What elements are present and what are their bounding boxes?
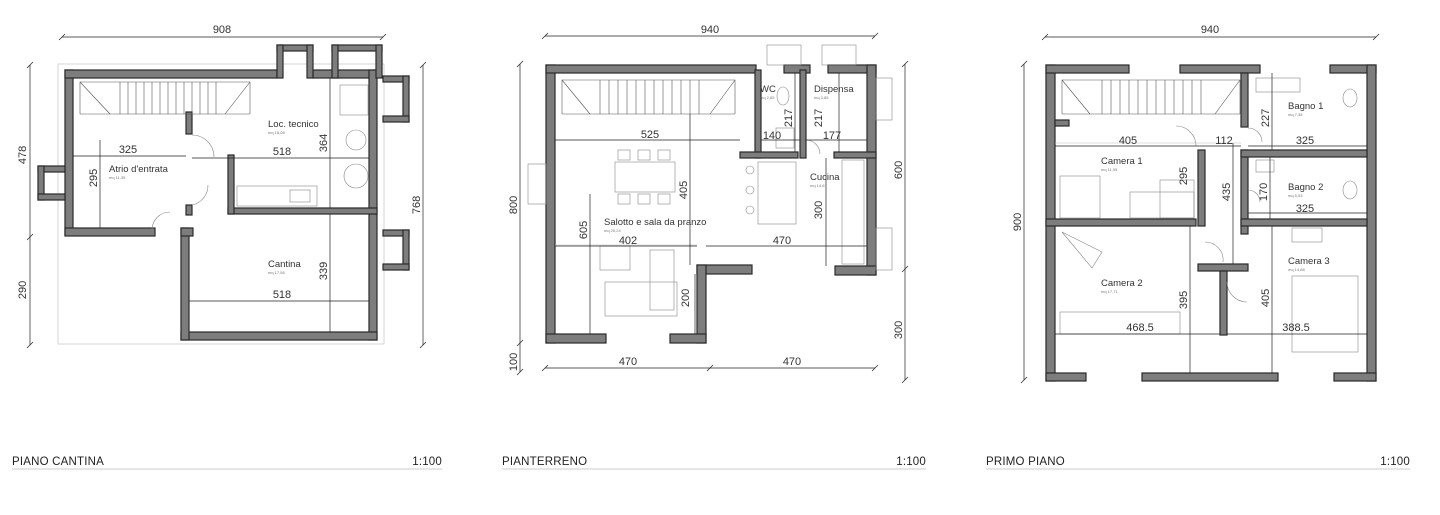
plan1-scale: 1:100 <box>412 456 442 468</box>
plan1-inner-dims <box>73 78 369 332</box>
plan3-dim-325-bottom: 325 <box>1296 203 1314 215</box>
plan3-stairs <box>1061 79 1241 115</box>
plan1-room-loc-tecnico: Loc. tecnico <box>268 119 319 130</box>
plan2-room-cucina-area: mq 14,61 <box>810 183 827 188</box>
plan3-inner-dims <box>1055 73 1367 373</box>
plan2-stairs <box>561 79 736 115</box>
plan3-dim-227: 227 <box>1260 109 1272 127</box>
plan3-room-camera3: Camera 3 <box>1288 256 1330 267</box>
plan2-right-dim-600: 600 <box>893 161 905 179</box>
plan2-top-dim: 940 <box>701 24 719 36</box>
plan1-dim-339: 339 <box>318 262 330 280</box>
plan3-title: PRIMO PIANO <box>986 456 1065 468</box>
plan2-bottom-dim-left: 470 <box>619 356 637 368</box>
plan3-room-bagno2: Bagno 2 <box>1288 182 1323 193</box>
plan3-room-bagno1: Bagno 1 <box>1288 101 1323 112</box>
plan1-top-dim: 908 <box>213 24 231 36</box>
plan3-dim-325-top: 325 <box>1296 135 1314 147</box>
plan3-room-camera3-area: mq 14,88 <box>1288 267 1305 272</box>
plan3-dim-170: 170 <box>1258 183 1270 201</box>
plan3-room-camera2-area: mq 17,71 <box>1101 289 1118 294</box>
plan3-room-bagno2-area: mq 5,53 <box>1288 193 1303 198</box>
plan1-room-atrio-area: mq 11,35 <box>109 175 126 180</box>
plan2-room-wc: WC <box>760 84 776 95</box>
plan1-room-cantina-area: mq 17,56 <box>268 270 285 275</box>
plan2-room-salotto: Salotto e sala da pranzo <box>604 217 706 228</box>
plan3-dim-112: 112 <box>1215 135 1233 147</box>
plan3-dim-395: 395 <box>1178 291 1190 309</box>
plan1-room-loc-tecnico-area: mq 16,08 <box>268 130 285 135</box>
plan1-right-dim: 768 <box>411 196 423 214</box>
plan3-dim-435: 435 <box>1221 183 1233 201</box>
plan2-walls <box>527 44 893 344</box>
plan2-dim-217-dispensa: 217 <box>813 109 825 127</box>
plan2-dim-470: 470 <box>773 235 791 247</box>
plan2-dim-140: 140 <box>763 130 781 142</box>
plan2-bottom-dim-right: 470 <box>783 356 801 368</box>
plan2-dim-200: 200 <box>680 289 692 307</box>
plan1-left-dim-upper: 478 <box>17 146 29 164</box>
plan3-dim-295: 295 <box>1178 167 1190 185</box>
plan2-dim-405: 405 <box>678 181 690 199</box>
plan2-title: PIANTERRENO <box>502 456 587 468</box>
plan1-dim-518-top: 518 <box>273 146 291 158</box>
plan2-dim-605: 605 <box>578 221 590 239</box>
plan3-room-camera2: Camera 2 <box>1101 278 1143 289</box>
plan3-scale: 1:100 <box>1380 456 1410 468</box>
plan1-room-atrio: Atrio d'entrata <box>109 164 169 175</box>
plan2-room-cucina: Cucina <box>810 172 840 183</box>
plan2-dim-402: 402 <box>619 235 637 247</box>
plan3-room-camera1-area: mq 11,95 <box>1101 167 1118 172</box>
plan2-room-salotto-area: mq 25,24 <box>604 228 621 233</box>
plan3-top-dim: 940 <box>1201 24 1219 36</box>
plan3-dim-388-5: 388.5 <box>1282 322 1310 334</box>
plan3-room-bagno1-area: mq 7,38 <box>1288 112 1303 117</box>
plan2-dim-300: 300 <box>813 201 825 219</box>
plan2-room-dispensa: Dispensa <box>814 84 854 95</box>
plan1-dim-518-bottom: 518 <box>273 289 291 301</box>
plan1-left-dim-lower: 290 <box>17 281 29 299</box>
plan2-inner-dims <box>555 73 867 334</box>
plan1-title: PIANO CANTINA <box>12 456 104 468</box>
plan1-furniture <box>151 84 369 231</box>
plan1-walls <box>37 44 410 341</box>
plan2-dim-177: 177 <box>823 130 841 142</box>
plan3-dim-468-5: 468.5 <box>1126 322 1154 334</box>
plan3-room-camera1: Camera 1 <box>1101 156 1143 167</box>
plan2-left-dim-100: 100 <box>508 353 520 371</box>
plan3-dim-405-top: 405 <box>1119 135 1137 147</box>
plan3-furniture <box>1055 77 1359 353</box>
plan2-dim-217-wc: 217 <box>783 109 795 127</box>
plan1-dim-295: 295 <box>88 169 100 187</box>
plan3-dim-405-camera3: 405 <box>1260 289 1272 307</box>
plan3-left-dim: 900 <box>1012 213 1024 231</box>
plan3-walls <box>1045 64 1377 382</box>
plan2-right-dim-300: 300 <box>893 321 905 339</box>
plan1-stairs <box>79 81 251 115</box>
title-bars: PIANO CANTINA 1:100 PIANTERRENO 1:100 PR… <box>12 456 1410 470</box>
plan1-dim-364: 364 <box>318 134 330 152</box>
plan2-left-dim-800: 800 <box>508 196 520 214</box>
plan2-dim-525: 525 <box>641 129 659 141</box>
plan2-room-dispensa-area: mq 3,85 <box>814 95 829 100</box>
plan1-dim-325: 325 <box>119 144 137 156</box>
plan-pianterreno: 940 800 100 600 300 470 470 <box>508 24 909 384</box>
plan-piano-cantina: 908 478 290 768 <box>17 24 427 349</box>
plan2-room-wc-area: mq 2,65 <box>760 95 775 100</box>
plan1-room-cantina: Cantina <box>268 259 301 270</box>
plan2-scale: 1:100 <box>896 456 926 468</box>
plan-primo-piano: 940 900 <box>1012 24 1380 384</box>
